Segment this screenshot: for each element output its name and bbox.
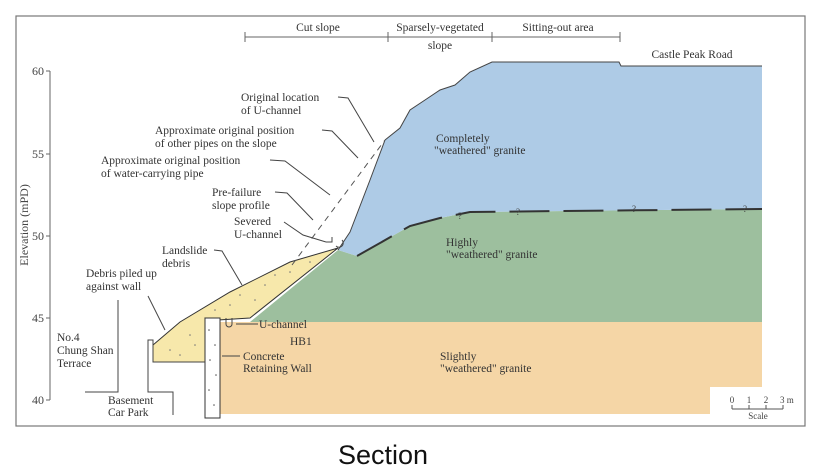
debris-wall-label-1: Debris piled up [86,268,157,280]
carpark-label-1: Basement [108,395,154,407]
slightly-label-2: "weathered" granite [440,363,531,375]
pre-failure-profile-line [291,139,386,266]
weathering-boundary-line [356,208,763,257]
carpark-label-2: Car Park [108,407,149,419]
scale-tick-0: 0 [730,395,735,405]
other-pipes-label-1: Approximate original position [155,125,295,137]
tick-40: 40 [32,393,44,407]
completely-weathered-granite-layer [338,62,762,256]
severed-label-2: U-channel [234,229,282,241]
castle-peak-road-label: Castle Peak Road [651,49,732,61]
prefailure-label-2: slope profile [212,200,270,212]
orig-uchannel-label-2: of U-channel [241,105,301,117]
leader-line [147,295,166,331]
scale-tick-1: 1 [747,395,752,405]
slightly-weathered-granite-layer [220,322,762,414]
unknown-markers: ? ? ? ? [458,204,747,221]
leader-line [213,249,243,286]
ground-surface-line [384,61,762,141]
zone-sitting-out: Sitting-out area [522,22,593,34]
terrace-label-3: Terrace [57,358,91,370]
u-channel-shape [225,318,233,328]
zone-sparse-line1: Sparsely-vegetated [396,22,484,34]
retaining-label-2: Retaining Wall [243,363,312,375]
tick-45: 45 [32,311,44,325]
water-pipe-label-2: of water-carrying pipe [101,168,204,180]
cut-slope-line [337,139,386,251]
orig-uchannel-label-1: Original location [241,92,319,104]
completely-label-2: "weathered" granite [434,145,525,157]
figure-caption: Section [338,440,428,470]
scale-tick-3: 3 m [780,395,794,405]
severed-uchannel-shape [326,237,344,248]
completely-label-1: Completely [436,133,490,145]
wall-dots [208,329,217,406]
svg-text:?: ? [458,211,462,221]
leader-line [283,221,327,243]
scale-tick-2: 2 [764,395,769,405]
water-pipe-label-1: Approximate original position [101,155,241,167]
leader-line [321,129,359,159]
other-pipes-label-2: of other pipes on the slope [155,138,277,150]
leader-line [337,96,375,143]
zone-sparse-line2: slope [428,40,452,52]
highly-weathered-granite-layer [250,209,762,322]
svg-text:?: ? [632,204,636,214]
hb1-label: HB1 [290,336,312,348]
svg-text:?: ? [516,207,520,217]
severed-label-1: Severed [234,216,271,228]
zone-dimension-ticks [244,32,621,42]
scale-bar-ticks [731,405,784,409]
highly-label-2: "weathered" granite [446,249,537,261]
tick-50: 50 [32,229,44,243]
zone-cut-slope: Cut slope [296,22,340,34]
uchannel-label: U-channel [259,319,307,331]
prefailure-label-1: Pre-failure [212,187,261,199]
leader-line [269,159,331,196]
terrace-label-1: No.4 [57,332,80,344]
axis-label: Elevation (mPD) [17,184,31,266]
landslide-label-1: Landslide [162,245,207,257]
highly-label-1: Highly [446,237,478,249]
retaining-label-1: Concrete [243,351,285,363]
svg-text:?: ? [743,204,747,214]
debris-wall-label-2: against wall [86,281,141,293]
tick-55: 55 [32,147,44,161]
terrace-wall [85,300,119,393]
landslide-label-2: debris [162,258,191,270]
axis-ticks [46,70,50,401]
scale-label: Scale [748,411,768,421]
car-park-outline [147,345,174,415]
concrete-retaining-wall [204,317,221,419]
debris-dots [169,261,311,356]
leader-line [274,191,314,221]
car-park-wall [147,339,205,363]
terrace-label-2: Chung Shan [57,345,114,357]
tick-60: 60 [32,64,44,78]
slightly-label-1: Slightly [440,351,477,363]
